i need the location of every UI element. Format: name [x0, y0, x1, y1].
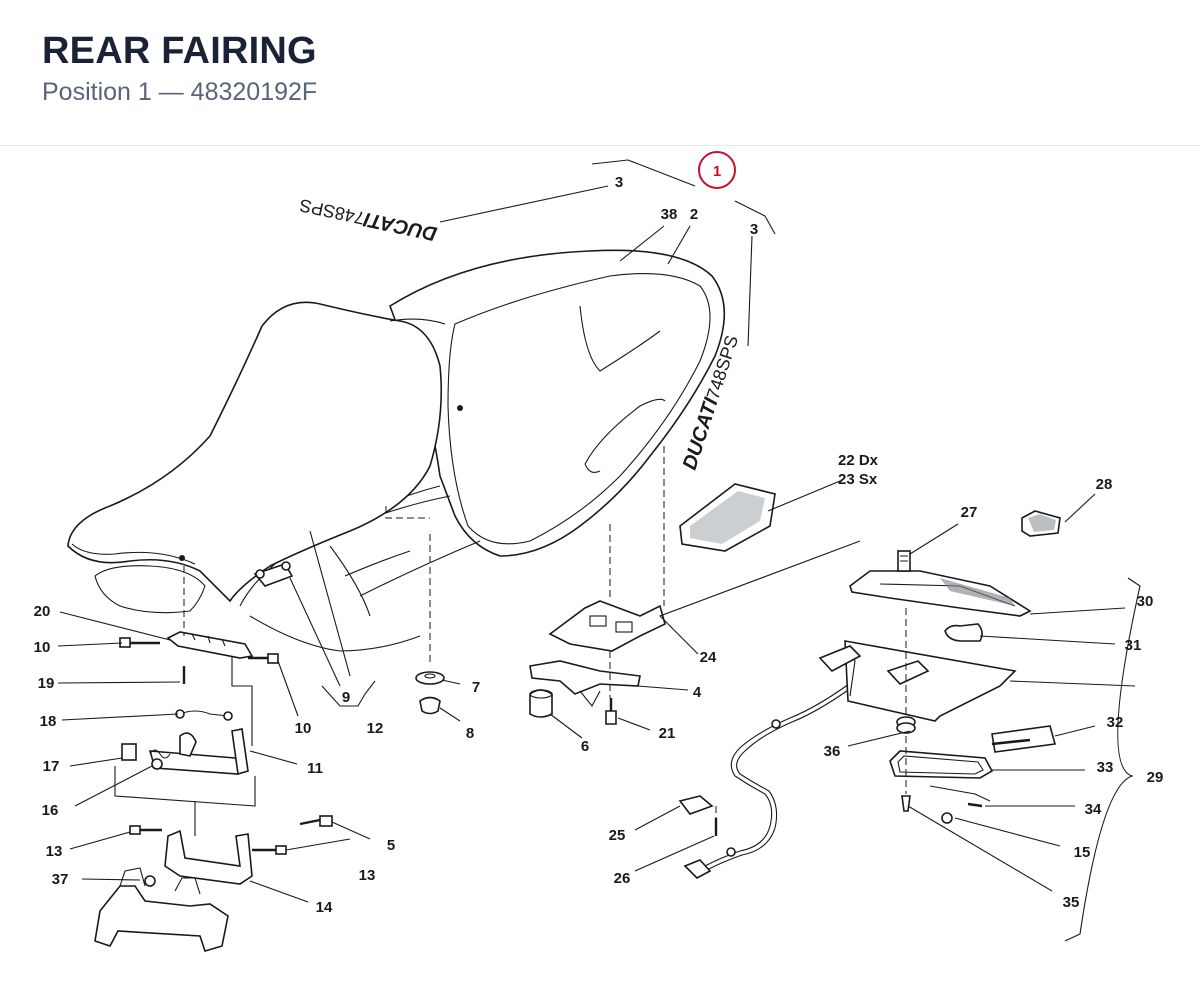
screw-10-right	[248, 653, 279, 664]
bulb-31	[944, 623, 983, 642]
callout-15: 15	[1074, 844, 1091, 861]
callout-5: 5	[387, 837, 395, 854]
callout-4: 4	[693, 684, 702, 701]
callout-28: 28	[1096, 476, 1113, 493]
callout-18: 18	[40, 713, 57, 730]
grommet-7	[415, 671, 445, 685]
padding-pad	[679, 483, 776, 552]
callout-26: 26	[614, 870, 631, 887]
callout-33: 33	[1097, 759, 1114, 776]
callout-13-right: 13	[359, 867, 376, 884]
callout-7: 7	[472, 679, 480, 696]
tail-light	[849, 570, 1032, 617]
callout-16: 16	[42, 802, 59, 819]
position-1-group-bracket	[591, 151, 776, 235]
license-plate-light-32	[991, 725, 1057, 753]
rider-seat	[67, 301, 446, 614]
base-support-37	[94, 867, 229, 952]
callout-8: 8	[466, 725, 474, 742]
callout-20: 20	[34, 603, 51, 620]
bracket-4	[529, 660, 641, 707]
support-bracket-14	[164, 829, 253, 885]
callout-35: 35	[1063, 894, 1080, 911]
callout-30: 30	[1137, 593, 1154, 610]
callout-34: 34	[1085, 801, 1102, 818]
callout-32: 32	[1107, 714, 1124, 731]
callout-3-right: 3	[750, 221, 758, 238]
latch-cable	[678, 675, 863, 879]
callout-10-right: 10	[295, 720, 312, 737]
seat-hook-9	[253, 561, 294, 587]
leader-lines	[57, 185, 1136, 903]
gasket-33	[889, 750, 994, 779]
callout-25: 25	[609, 827, 626, 844]
rubber-buffer-6	[529, 689, 553, 718]
callout-38: 38	[661, 206, 678, 223]
callout-13-left: 13	[46, 843, 63, 860]
nut-8	[419, 696, 441, 715]
part-28	[1021, 510, 1061, 537]
callout-3-top: 3	[615, 174, 623, 191]
callout-9: 9	[342, 689, 350, 706]
page-title: REAR FAIRING	[42, 30, 317, 72]
callout-24: 24	[700, 649, 717, 666]
bracket-24	[548, 600, 666, 652]
latch-mechanism-11	[148, 728, 249, 776]
callout-31: 31	[1125, 637, 1142, 654]
pin-17	[121, 743, 137, 761]
callout-10-left: 10	[34, 639, 51, 656]
highlight-circle-position-1	[698, 151, 736, 189]
callout-37: 37	[52, 871, 69, 888]
screw-13-right	[252, 845, 287, 855]
callout-1: 1	[713, 163, 721, 180]
screw-35	[901, 795, 911, 812]
spring-16	[149, 749, 171, 770]
callout-2: 2	[690, 206, 698, 223]
seat-lock-bracket-20	[166, 631, 254, 659]
callout-labels: 1 3 38 2 3 22 Dx 23 Sx 27 28 30 31 32 33…	[34, 163, 1164, 916]
page-header: REAR FAIRING Position 1 — 48320192F	[0, 0, 1200, 146]
screw-10-left	[119, 637, 160, 648]
callout-27: 27	[961, 504, 978, 521]
decal-left-brand: DUCATI	[362, 208, 439, 245]
callout-22: 22 Dx	[838, 452, 879, 469]
group-brace-29	[1064, 577, 1141, 942]
exploded-parts-diagram: DUCATI 748SPS DUCATI 748SPS	[0, 146, 1200, 995]
decal-left-model: 748SPS	[298, 195, 367, 228]
screw-34	[941, 802, 983, 824]
callout-14: 14	[316, 899, 333, 916]
screw-13-left	[129, 825, 162, 835]
license-plate-holder	[818, 640, 1017, 722]
callout-6: 6	[581, 738, 589, 755]
callout-12: 12	[367, 720, 384, 737]
decal-left: DUCATI 748SPS	[298, 195, 439, 245]
assembly-guides	[114, 446, 991, 836]
tail-fairing-body	[239, 249, 726, 652]
screw-21	[605, 698, 617, 725]
parts-diagram-svg: DUCATI 748SPS DUCATI 748SPS	[34, 151, 1164, 952]
callout-36: 36	[824, 743, 841, 760]
page-subtitle: Position 1 — 48320192F	[42, 78, 318, 106]
callout-11: 11	[307, 760, 323, 777]
callout-17: 17	[43, 758, 60, 775]
callout-29: 29	[1147, 769, 1164, 786]
grommet-36	[896, 716, 916, 734]
bulb-holder-27	[897, 550, 911, 572]
callout-19: 19	[38, 675, 55, 692]
callout-21: 21	[659, 725, 676, 742]
callout-23: 23 Sx	[838, 471, 878, 488]
screw-5	[299, 815, 333, 827]
cable-18	[175, 709, 233, 721]
